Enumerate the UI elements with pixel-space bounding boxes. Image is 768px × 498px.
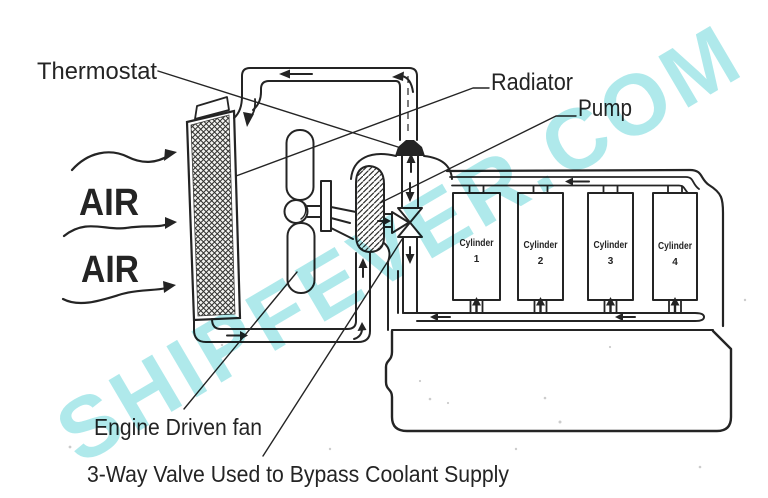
three-way-valve: [377, 207, 423, 314]
radiator-core-hatch: [190, 114, 236, 317]
cylinder-number: 2: [538, 256, 544, 267]
flow-arrow-curl-up: [353, 322, 367, 340]
fan-leader: [183, 271, 298, 410]
radiator-filler-cap: [194, 96, 230, 120]
housing-down-pipe: [401, 155, 419, 209]
flow-arrows-into-cylinders: [472, 297, 680, 314]
air-label-top: AIR: [79, 182, 139, 224]
cylinder-label: Cylinder: [594, 240, 628, 251]
valve-leader: [262, 229, 409, 457]
cylinder-label: Cylinder: [460, 238, 494, 249]
radiator-label: Radiator: [491, 69, 573, 96]
text-labels: Thermostat Radiator Pump Engine Driven f…: [37, 58, 632, 487]
scan-noise: [68, 298, 747, 469]
valve-triangle-top: [397, 207, 423, 224]
pump-to-valve-pipe: [383, 213, 393, 228]
flow-arrow-bottom-manifold-2: [615, 313, 636, 321]
pump-label: Pump: [578, 95, 632, 122]
air-flow: AIR AIR: [61, 149, 177, 305]
pump-body: [355, 164, 385, 254]
air-label-bottom: AIR: [81, 249, 139, 291]
cylinder-2: [517, 192, 564, 301]
valve-triangle-bottom: [397, 221, 423, 238]
bottom-coolant-pipe: [193, 252, 371, 343]
flow-arrow-into-radiator: [243, 98, 257, 127]
pump-leader: [379, 115, 577, 204]
flow-arrow-up-riser: [358, 258, 368, 278]
cylinder-number: 4: [672, 257, 678, 268]
fan-blade-top: [285, 129, 315, 201]
cylinder-number: 3: [608, 256, 614, 267]
top-coolant-pipe: [233, 67, 418, 141]
flow-arrow-up-housing: [406, 153, 416, 173]
flow-arrow-manifold-left: [565, 177, 590, 186]
valve-triangle-left: [391, 211, 410, 234]
flow-arrow-left: [279, 69, 313, 79]
pump-housing-dome-left: [350, 153, 397, 180]
engine-driven-fan: [283, 129, 357, 294]
thermostat-housing-cap: [395, 140, 425, 156]
cylinder-label: Cylinder: [524, 240, 558, 251]
air-arrow-3: [61, 281, 176, 305]
radiator-leader: [235, 87, 490, 177]
engine-front-wall: [387, 262, 399, 331]
radiator: [185, 96, 242, 322]
cylinder-labels: Cylinder 1 Cylinder 2 Cylinder 3 Cylinde…: [460, 238, 693, 268]
fan-blade-bottom: [286, 222, 316, 294]
thermostat-leader: [157, 70, 399, 148]
leader-lines: [157, 70, 577, 457]
fan-bracket: [330, 206, 357, 240]
coolant-pump: [350, 140, 453, 263]
cylinder-label: Cylinder: [658, 241, 692, 252]
fan-pulley: [320, 180, 332, 232]
fan-hub: [283, 199, 309, 224]
bottom-water-manifold: [402, 312, 705, 322]
three-way-valve-label: 3-Way Valve Used to Bypass Coolant Suppl…: [87, 461, 509, 487]
engine-block: [384, 168, 733, 433]
cylinder-number: 1: [474, 254, 480, 265]
flow-arrow-corner: [392, 71, 414, 93]
flow-arrow-down-to-engine: [405, 246, 415, 264]
valve-down-pipe: [402, 236, 418, 314]
engine-sump-outline: [384, 329, 733, 433]
engine-top-outline: [445, 168, 725, 328]
flow-arrow-bottom-manifold-1: [430, 313, 451, 321]
fan-shaft: [306, 205, 322, 218]
flow-arrow-pump-to-valve: [377, 216, 391, 226]
cylinder-3: [587, 192, 634, 301]
thermostat-label: Thermostat: [37, 58, 157, 85]
air-arrow-1: [70, 149, 177, 172]
top-water-manifold: [449, 176, 700, 190]
engine-fan-label: Engine Driven fan: [94, 414, 262, 440]
air-arrow-2: [62, 217, 177, 238]
pump-housing-dome-right: [423, 155, 453, 180]
